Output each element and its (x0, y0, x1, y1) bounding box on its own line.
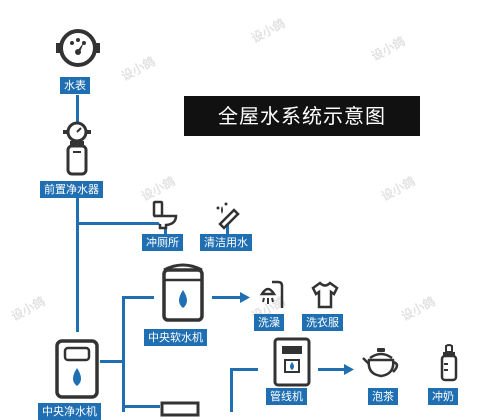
laundry-label: 洗衣服 (302, 314, 343, 331)
device-icon (160, 401, 200, 417)
trunk-line (76, 95, 79, 125)
riser-line-cleaning (226, 222, 229, 234)
teapot-icon (362, 348, 399, 378)
pre-filter-icon (63, 121, 91, 176)
milk-label: 冲奶 (428, 388, 458, 405)
branch-line-softener (122, 296, 154, 299)
branch-line-purifier (100, 360, 124, 363)
shower-label: 洗澡 (254, 314, 284, 331)
tea-label: 泡茶 (368, 388, 398, 405)
diagram-title: 全屋水系统示意图 (184, 96, 420, 136)
baby-bottle-icon (440, 344, 458, 382)
branch-line-toilet (76, 222, 166, 225)
arrow-right-icon (212, 292, 250, 303)
cleaning-label: 清洁用水 (200, 234, 252, 251)
watermark: 设小鸽 (379, 174, 418, 204)
branch-line-pipeline (230, 368, 233, 412)
watermark: 设小鸽 (369, 34, 408, 64)
central-purifier-icon (55, 339, 99, 399)
watermark: 设小鸽 (119, 54, 158, 84)
arrow-right-icon (318, 364, 354, 375)
toilet-icon (152, 200, 178, 230)
watermark: 设小鸽 (249, 16, 288, 46)
watermark: 设小鸽 (9, 294, 48, 324)
pipeline-machine-label: 管线机 (266, 388, 307, 405)
water-meter-icon (56, 29, 100, 67)
branch-line-pipeline (230, 368, 258, 371)
pre-filter-label: 前置净水器 (40, 181, 103, 198)
central-softener-icon (162, 263, 204, 322)
shower-icon (259, 280, 284, 308)
water-meter-label: 水表 (60, 77, 90, 94)
branch-line-softener (122, 296, 125, 412)
branch-line-lower (124, 405, 160, 408)
cleaning-spray-icon (216, 202, 240, 230)
central-softener-label: 中央软水机 (144, 329, 207, 346)
pipeline-machine-icon (273, 337, 311, 387)
laundry-shirt-icon (311, 281, 339, 309)
watermark: 设小鸽 (399, 294, 438, 324)
trunk-line (76, 196, 79, 332)
toilet-label: 冲厕所 (142, 234, 183, 251)
